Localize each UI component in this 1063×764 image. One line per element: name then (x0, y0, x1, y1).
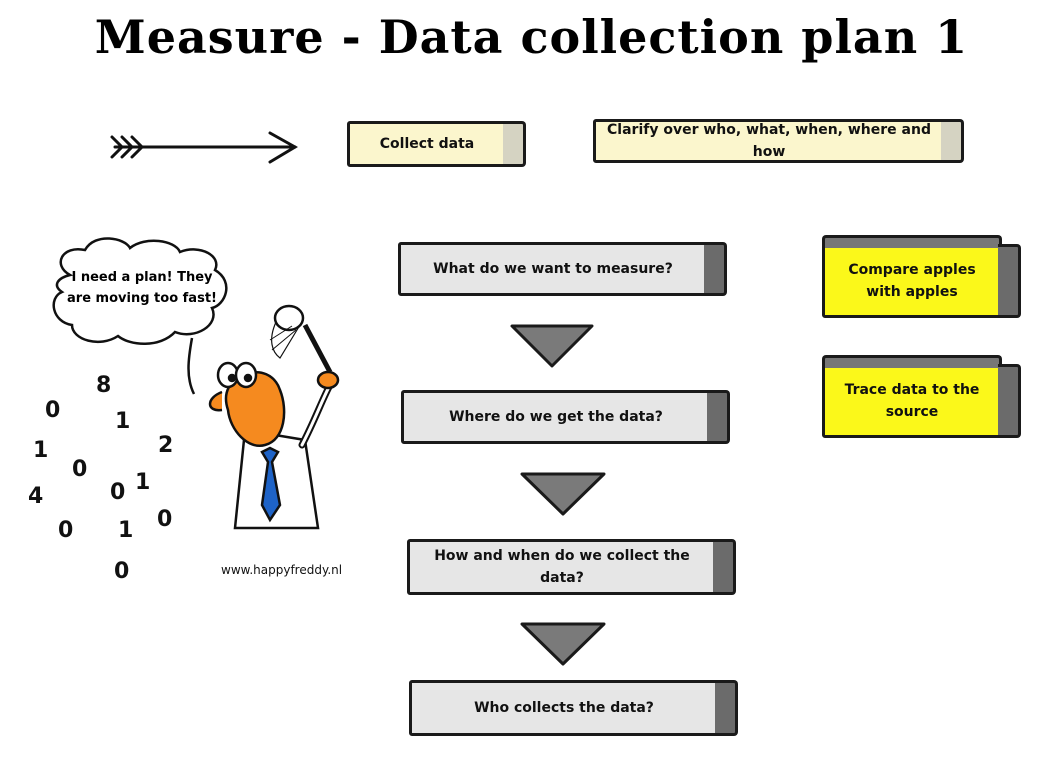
note-label: Compare apples with apples (848, 261, 976, 300)
box-side (704, 242, 727, 296)
step-label: Who collects the data? (474, 699, 654, 716)
clarify-label: Clarify over who, what, when, where and … (607, 121, 931, 160)
down-arrow-2 (520, 472, 606, 516)
note-compare-apples: Compare apples with apples (822, 235, 1021, 318)
character-figure (208, 304, 340, 530)
box-top (822, 235, 1002, 248)
box-side (941, 119, 964, 163)
collect-data-label: Collect data (379, 135, 475, 152)
box-side (713, 539, 736, 595)
box-side (998, 244, 1021, 318)
svg-text:1: 1 (135, 470, 150, 495)
collect-data-box: Collect data (347, 121, 526, 167)
svg-text:1: 1 (118, 518, 133, 543)
speech-text: I need a plan! They are moving too fast! (67, 270, 217, 306)
down-arrow-3 (520, 622, 606, 666)
svg-text:0: 0 (45, 398, 60, 423)
step-label: How and when do we collect the data? (434, 547, 690, 586)
svg-text:0: 0 (110, 480, 125, 505)
step-box-4: Who collects the data? (409, 680, 738, 736)
svg-text:0: 0 (157, 507, 172, 532)
speech-bubble (52, 237, 228, 395)
svg-text:0: 0 (72, 457, 87, 482)
box-top (822, 355, 1002, 368)
page-title: Measure - Data collection plan 1 (94, 10, 969, 64)
down-arrow-1 (510, 324, 594, 368)
note-label: Trace data to the source (844, 381, 980, 420)
note-trace-data: Trace data to the source (822, 355, 1021, 438)
box-side (503, 121, 526, 167)
svg-text:4: 4 (28, 484, 43, 509)
box-side (715, 680, 738, 736)
step-label: Where do we get the data? (449, 408, 663, 425)
svg-text:0: 0 (114, 559, 129, 584)
clarify-box: Clarify over who, what, when, where and … (593, 119, 964, 163)
svg-text:2: 2 (158, 433, 173, 458)
step-box-1: What do we want to measure? (398, 242, 727, 296)
box-side (998, 364, 1021, 438)
step-box-2: Where do we get the data? (401, 390, 730, 444)
svg-text:1: 1 (33, 438, 48, 463)
website-credit: www.happyfreddy.nl (221, 563, 343, 577)
step-label: What do we want to measure? (433, 260, 673, 277)
step-box-3: How and when do we collect the data? (407, 539, 736, 595)
box-side (707, 390, 730, 444)
svg-text:8: 8 (96, 373, 111, 398)
svg-text:0: 0 (58, 518, 73, 543)
arrow-icon (110, 131, 298, 164)
svg-text:1: 1 (115, 409, 130, 434)
